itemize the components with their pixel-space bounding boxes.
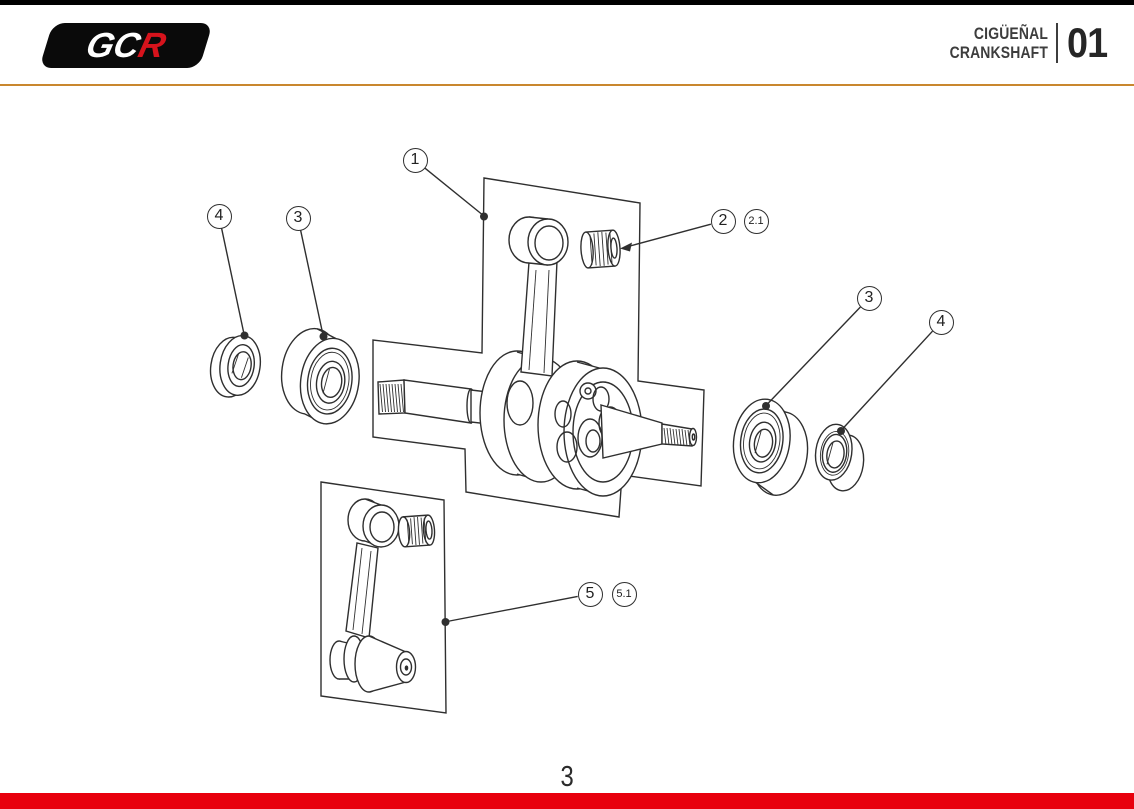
small-end-needle-bearing bbox=[580, 229, 621, 269]
rod-kit-box-outline bbox=[320, 481, 447, 714]
oil-seal-left bbox=[209, 334, 262, 398]
section-title: CIGÜEÑAL CRANKSHAFT bbox=[950, 24, 1048, 62]
kit-needle-bearing bbox=[397, 514, 436, 548]
callout-3-left-label: 3 bbox=[293, 209, 303, 226]
crankshaft-assembly bbox=[377, 216, 698, 497]
callout-3-right-label: 3 bbox=[864, 289, 874, 306]
callout-4-right-label: 4 bbox=[936, 313, 946, 330]
oil-seal-right bbox=[814, 423, 865, 492]
section-number: 01 bbox=[1067, 19, 1108, 66]
main-bearing-left bbox=[280, 327, 360, 425]
callout-2-label: 2 bbox=[718, 212, 728, 229]
callout-4-right: 4 bbox=[928, 309, 954, 335]
section-title-es: CIGÜEÑAL bbox=[974, 24, 1049, 43]
callout-4-left-label: 4 bbox=[214, 207, 224, 224]
callout-5-1-label: 5.1 bbox=[616, 587, 632, 600]
footer-red-bar bbox=[0, 793, 1134, 809]
rod-small-end bbox=[508, 216, 569, 266]
connecting-rod-kit bbox=[329, 498, 436, 693]
left-thread-hatch bbox=[379, 383, 404, 413]
main-bearing-right bbox=[732, 398, 809, 496]
callout-1-label: 1 bbox=[410, 151, 420, 168]
callout-5-label: 5 bbox=[585, 585, 595, 602]
callout-2-1: 2.1 bbox=[743, 208, 769, 234]
header-rule bbox=[0, 84, 1134, 86]
callout-2-1-label: 2.1 bbox=[748, 214, 764, 227]
callout-2: 2 bbox=[710, 208, 736, 234]
assembly-box-outline bbox=[372, 177, 705, 518]
header-title-block: CIGÜEÑAL CRANKSHAFT 01 bbox=[928, 19, 1112, 66]
callout-3-right: 3 bbox=[856, 285, 882, 311]
title-divider bbox=[1056, 23, 1059, 63]
callout-4-left: 4 bbox=[206, 203, 232, 229]
page-number-wrap: 3 bbox=[0, 761, 1134, 794]
leader-lines bbox=[220, 167, 934, 626]
page-number: 3 bbox=[560, 761, 574, 793]
callout-3-left: 3 bbox=[285, 205, 311, 231]
callout-1: 1 bbox=[402, 147, 428, 173]
section-title-en: CRANKSHAFT bbox=[949, 43, 1049, 62]
callout-5-1: 5.1 bbox=[611, 581, 637, 607]
top-black-bar bbox=[0, 0, 1134, 5]
callout-5: 5 bbox=[577, 581, 603, 607]
